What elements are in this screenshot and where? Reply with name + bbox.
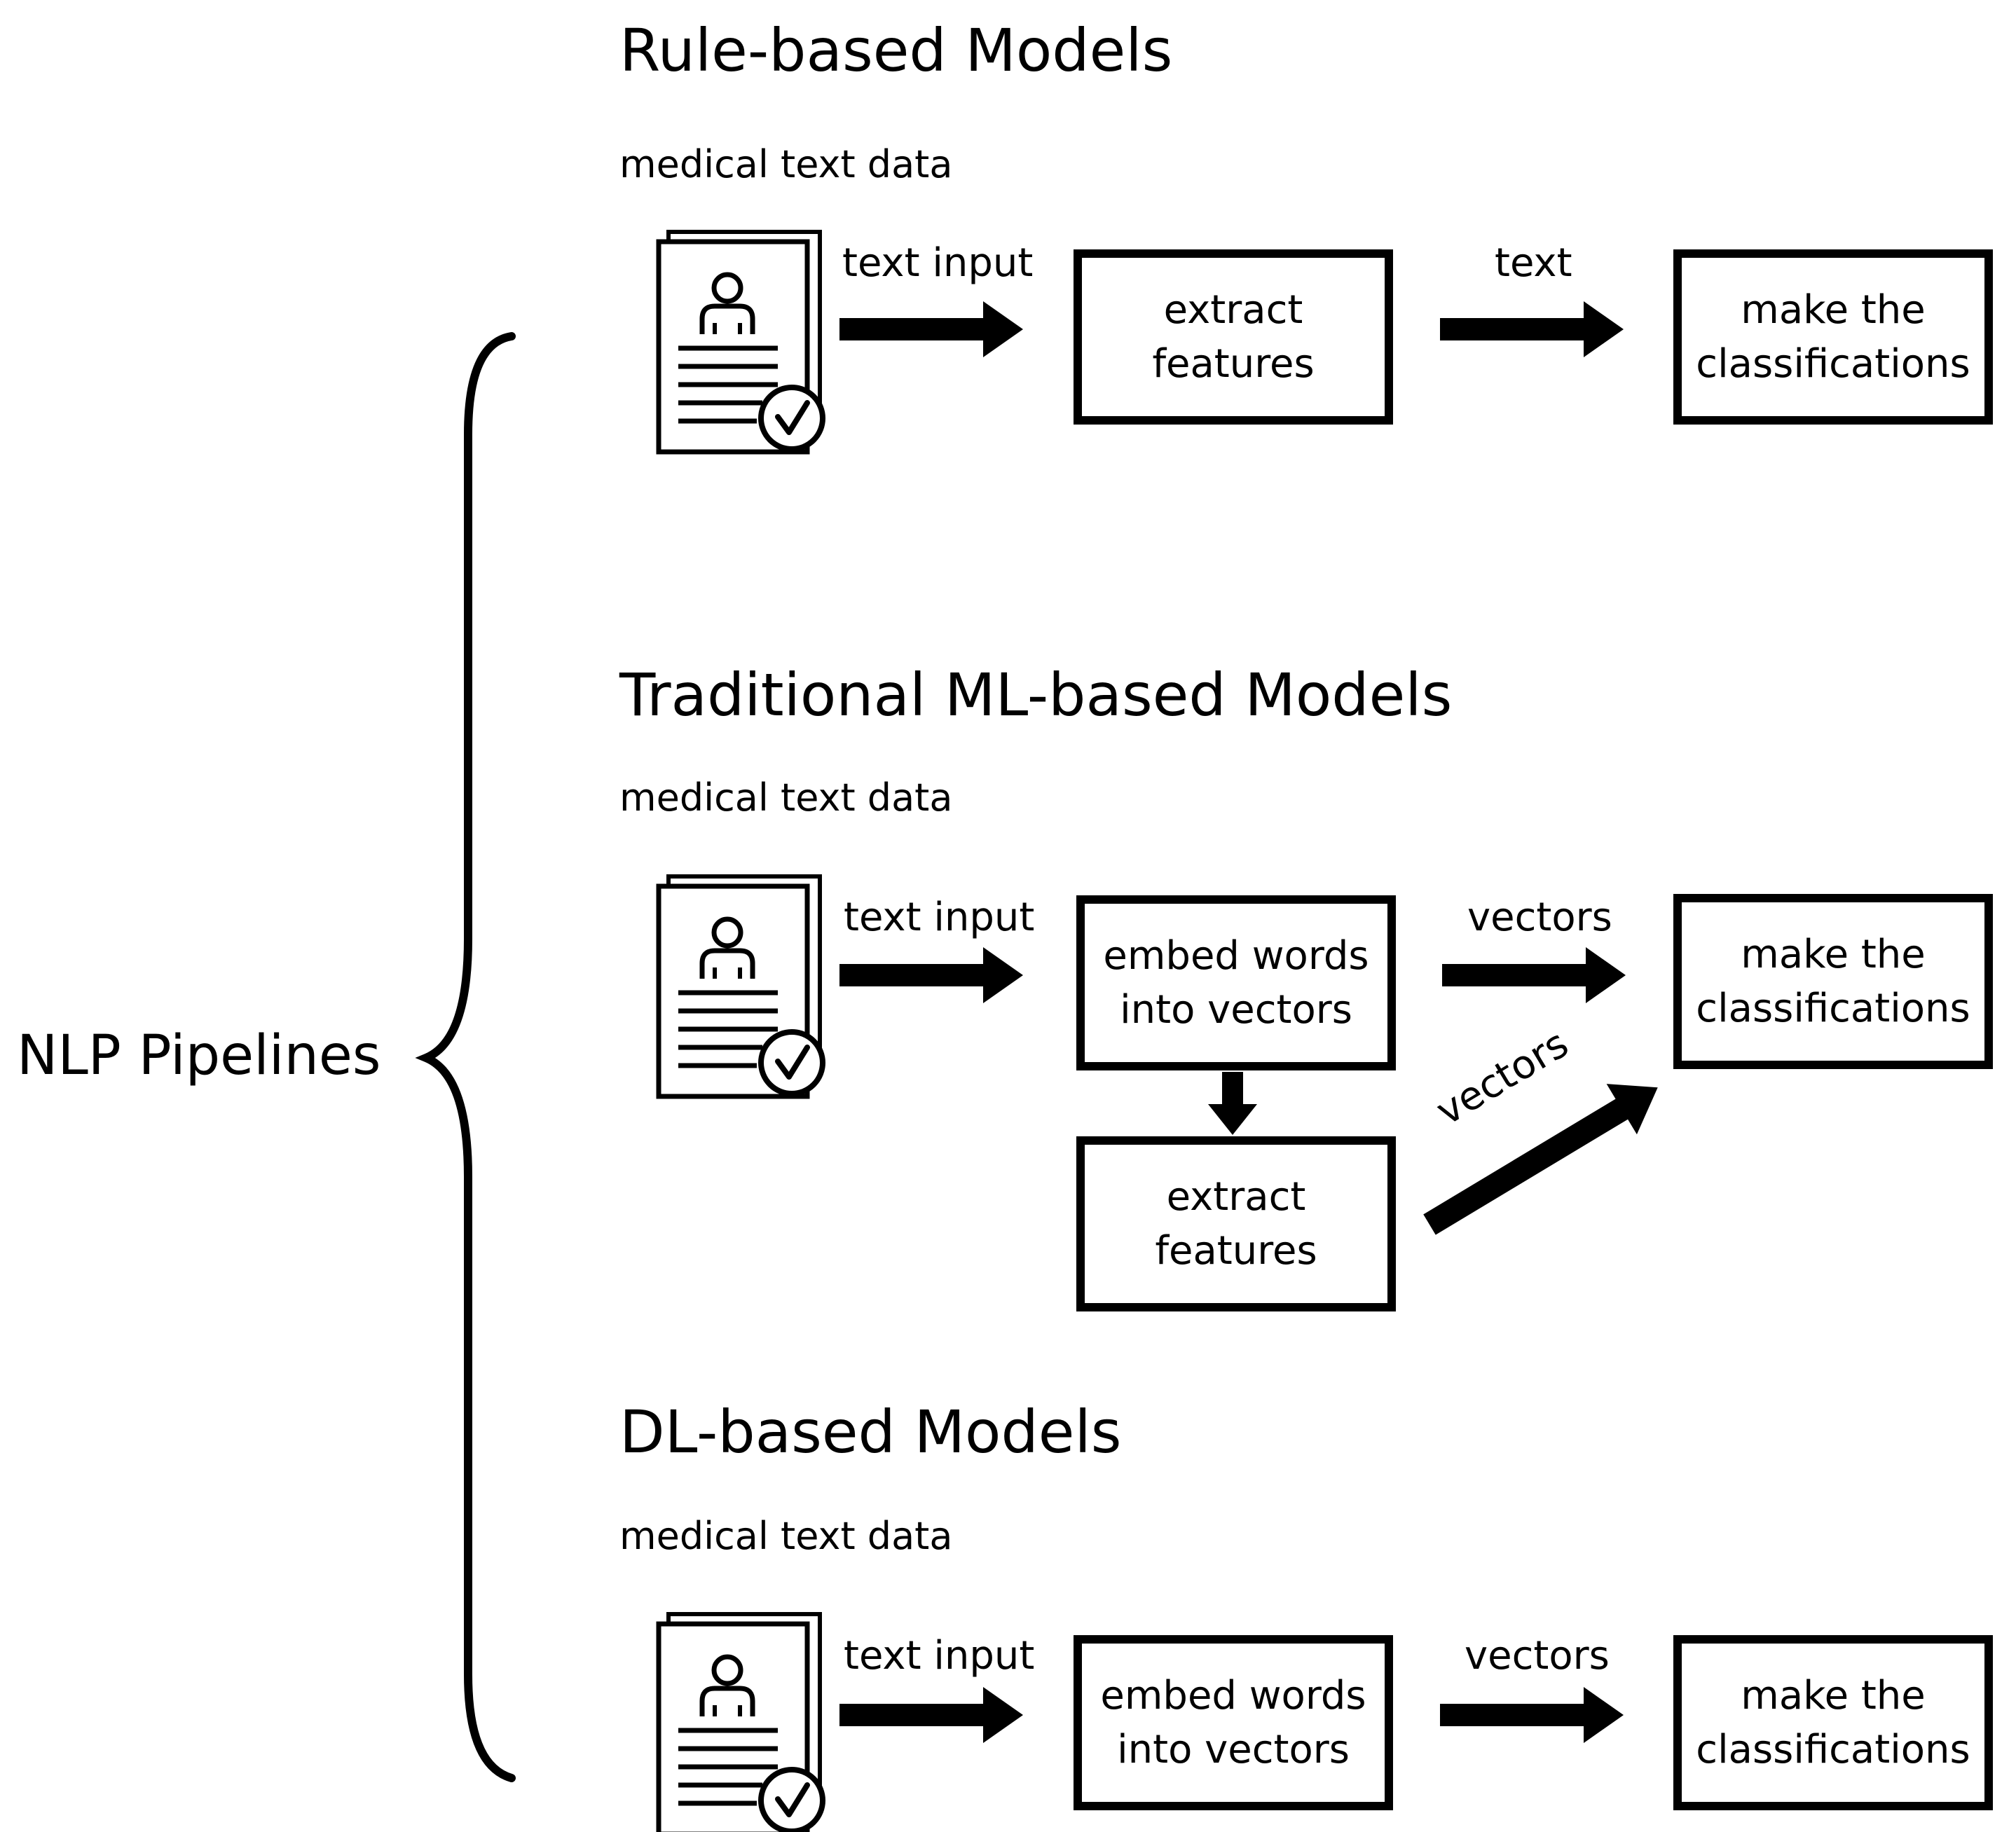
process-box: extract features (1074, 249, 1393, 425)
section-title: DL-based Models (619, 1398, 1122, 1466)
section-title: Rule-based Models (619, 16, 1173, 85)
arrow-label: text input (844, 1633, 1035, 1679)
document-icon (659, 232, 823, 452)
box-line: features (1155, 1228, 1317, 1274)
process-box: embed words into vectors (1074, 1635, 1393, 1810)
data-label: medical text data (619, 776, 953, 820)
arrow-icon (1440, 301, 1624, 357)
document-icon (659, 876, 823, 1096)
arrow-icon (839, 301, 1023, 357)
arrow-label: vectors (1465, 1633, 1610, 1679)
box-line: extract (1166, 1173, 1306, 1220)
process-box: embed words into vectors (1076, 895, 1396, 1070)
arrow-label: text input (842, 240, 1034, 286)
box-line: embed words (1103, 932, 1369, 979)
diagonal-arrow-icon (1423, 1084, 1658, 1235)
box-line: embed words (1100, 1672, 1366, 1719)
document-icon (659, 1614, 823, 1832)
arrow-icon (1442, 947, 1626, 1003)
box-line: classifications (1696, 341, 1970, 387)
section-title: Traditional ML-based Models (619, 661, 1453, 729)
process-box: make the classifications (1673, 249, 1993, 425)
box-line: make the (1741, 287, 1926, 333)
process-box: make the classifications (1673, 1635, 1993, 1810)
arrow-label: vectors (1467, 895, 1612, 940)
box-line: features (1152, 341, 1315, 387)
arrow-icon (1440, 1687, 1624, 1743)
arrow-label: text (1495, 240, 1572, 286)
box-line: make the (1741, 931, 1926, 977)
arrow-icon (839, 1687, 1023, 1743)
arrow-label: text input (844, 895, 1035, 940)
brace (415, 332, 516, 1782)
box-line: classifications (1696, 1727, 1970, 1772)
data-label: medical text data (619, 1514, 953, 1558)
process-box: extract features (1076, 1136, 1396, 1311)
down-arrow-icon (1208, 1072, 1257, 1135)
box-line: into vectors (1120, 987, 1352, 1033)
box-line: classifications (1696, 986, 1970, 1031)
box-line: make the (1741, 1672, 1926, 1719)
main-title: NLP Pipelines (17, 1024, 381, 1087)
process-box: make the classifications (1673, 894, 1993, 1069)
data-label: medical text data (619, 142, 953, 186)
box-line: extract (1163, 287, 1303, 333)
box-line: into vectors (1117, 1727, 1350, 1772)
arrow-icon (839, 947, 1023, 1003)
